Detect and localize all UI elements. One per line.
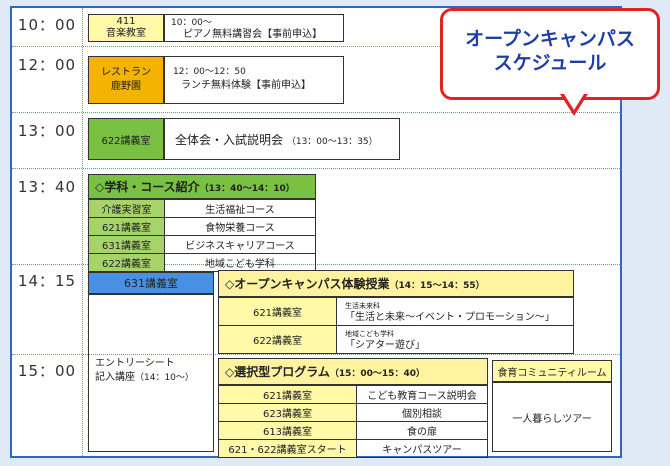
time-label: 12：00 xyxy=(17,56,77,74)
course-name: 食物栄養コース xyxy=(164,217,316,236)
trial-room: 622講義室 xyxy=(218,325,337,354)
elective-room: 621講義室 xyxy=(218,385,357,404)
courses-header: ◇学科・コース紹介（13：40～14：10） xyxy=(88,174,316,199)
elective-room: 621・622講義室スタート xyxy=(218,439,357,458)
course-name: ビジネスキャリアコース xyxy=(164,235,316,254)
event-time: （13：00～13：35） xyxy=(286,137,378,147)
trial-lessons-block: ◇オープンキャンパス体験授業（14：15～14：55） 621講義室 生活未来科… xyxy=(218,270,574,354)
table-row: 622講義室 地域こども学科 「シアター遊び」 xyxy=(218,325,574,354)
entry-line1: エントリーシート xyxy=(95,358,175,369)
courses-block: ◇学科・コース紹介（13：40～14：10） 介護実習室生活福祉コース 621講… xyxy=(88,174,316,272)
elective-table: 621講義室こども教育コース説明会 623講義室個別相談 613講義室食の扉 6… xyxy=(218,385,488,458)
trial-dept: 地域こども学科 xyxy=(345,329,394,338)
table-row: 621講義室 生活未来科 「生活と未来～イベント・プロモーション～」 xyxy=(218,297,574,326)
entry-sheet-workshop: エントリーシート 記入講座（14：10～） xyxy=(88,294,214,452)
trial-dept: 生活未来科 xyxy=(345,301,380,310)
schedule-title-bubble: オープンキャンパス スケジュール xyxy=(440,8,660,100)
event-time: 10：00～ xyxy=(171,18,212,28)
elective-name: 食の扉 xyxy=(356,421,488,440)
trial-title: ◇オープンキャンパス体験授業 xyxy=(225,277,390,291)
time-label: 14：15 xyxy=(17,272,77,290)
entry-time: （14：10～） xyxy=(135,373,194,383)
event-general-session: 全体会・入試説明会 （13：00～13：35） xyxy=(164,118,400,160)
courses-title: ◇学科・コース紹介 xyxy=(95,180,200,194)
event-piano: 10：00～ ピアノ無料講習会【事前申込】 xyxy=(164,14,344,42)
table-row: 631講義室ビジネスキャリアコース xyxy=(88,235,316,254)
elective-block: ◇選択型プログラム（15：00～15：40） 621講義室こども教育コース説明会… xyxy=(218,358,488,458)
elective-time: （15：00～15：40） xyxy=(329,369,425,379)
row-divider xyxy=(12,46,620,47)
elective-room: 623講義室 xyxy=(218,403,357,422)
table-row: 613講義室食の扉 xyxy=(218,421,488,440)
table-row: 622講義室地域こども学科 xyxy=(88,253,316,272)
courses-table: 介護実習室生活福祉コース 621講義室食物栄養コース 631講義室ビジネスキャリ… xyxy=(88,199,316,272)
trial-time: （14：15～14：55） xyxy=(389,281,485,291)
course-room: 631講義室 xyxy=(88,235,165,254)
bubble-line2: スケジュール xyxy=(493,52,607,74)
table-row: 621・622講義室スタートキャンパスツアー xyxy=(218,439,488,458)
room-name: 鹿野園 xyxy=(111,81,141,92)
elective-name: キャンパスツアー xyxy=(356,439,488,458)
time-label: 10：00 xyxy=(17,16,77,34)
course-room: 621講義室 xyxy=(88,217,165,236)
courses-time: （13：40～14：10） xyxy=(199,184,295,194)
trial-lesson: 地域こども学科 「シアター遊び」 xyxy=(336,325,574,354)
bubble-line1: オープンキャンパス xyxy=(465,28,635,50)
elective-header: ◇選択型プログラム（15：00～15：40） xyxy=(218,358,488,385)
trial-lesson-title: 「生活と未来～イベント・プロモーション～」 xyxy=(345,311,555,323)
row-divider xyxy=(12,354,620,355)
room-number: 411 xyxy=(116,16,136,27)
room-622: 622講義室 xyxy=(88,118,164,160)
course-room: 622講義室 xyxy=(88,253,165,272)
room-restaurant: レストラン 鹿野園 xyxy=(88,56,164,104)
table-row: 621講義室食物栄養コース xyxy=(88,217,316,236)
community-room-title: 食育コミュニティルーム xyxy=(492,360,612,382)
elective-title: ◇選択型プログラム xyxy=(225,365,330,379)
time-label: 15：00 xyxy=(17,362,77,380)
entry-line2: 記入講座 xyxy=(95,372,135,383)
time-label: 13：00 xyxy=(17,122,77,140)
row-divider xyxy=(12,112,620,113)
elective-name: こども教育コース説明会 xyxy=(356,385,488,404)
trial-header: ◇オープンキャンパス体験授業（14：15～14：55） xyxy=(218,270,574,297)
trial-table: 621講義室 生活未来科 「生活と未来～イベント・プロモーション～」 622講義… xyxy=(218,297,574,354)
table-row: 621講義室こども教育コース説明会 xyxy=(218,385,488,404)
table-row: 介護実習室生活福祉コース xyxy=(88,199,316,218)
community-event: 一人暮らしツアー xyxy=(492,382,612,452)
time-label: 13：40 xyxy=(17,178,77,196)
bubble-tail-inner xyxy=(564,94,584,110)
table-row: 623講義室個別相談 xyxy=(218,403,488,422)
course-room: 介護実習室 xyxy=(88,199,165,218)
row-divider xyxy=(12,264,620,265)
event-time: 12：00～12：50 xyxy=(173,67,246,77)
event-title: 全体会・入試説明会 xyxy=(175,133,284,147)
room-name: 音楽教室 xyxy=(106,28,146,39)
room-music: 411 音楽教室 xyxy=(88,14,164,42)
time-column-divider xyxy=(82,8,83,456)
trial-lesson-title: 「シアター遊び」 xyxy=(345,339,425,351)
course-name: 生活福祉コース xyxy=(164,199,316,218)
room-631: 631講義室 xyxy=(88,272,214,294)
room-name: レストラン xyxy=(101,67,151,78)
trial-room: 621講義室 xyxy=(218,297,337,326)
elective-room: 613講義室 xyxy=(218,421,357,440)
event-title: ピアノ無料講習会【事前申込】 xyxy=(183,29,323,40)
course-name: 地域こども学科 xyxy=(164,253,316,272)
row-divider xyxy=(12,168,620,169)
event-title: ランチ無料体験【事前申込】 xyxy=(181,80,311,91)
elective-name: 個別相談 xyxy=(356,403,488,422)
trial-lesson: 生活未来科 「生活と未来～イベント・プロモーション～」 xyxy=(336,297,574,326)
event-lunch: 12：00～12：50 ランチ無料体験【事前申込】 xyxy=(164,56,344,104)
